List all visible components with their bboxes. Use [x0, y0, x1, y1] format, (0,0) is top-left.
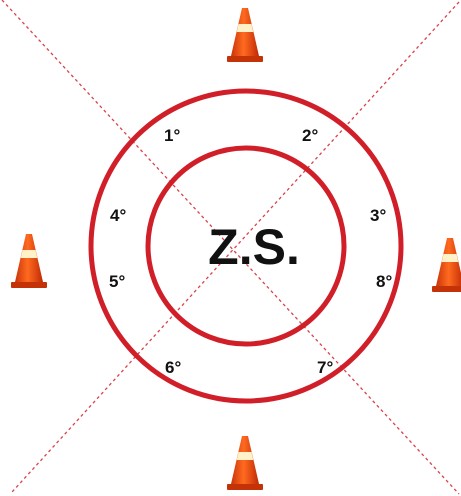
- outer-circle: [88, 88, 404, 404]
- center-label: Z.S.: [208, 219, 300, 275]
- position-label-8: 8°: [376, 272, 392, 291]
- position-label-7: 7°: [317, 358, 333, 377]
- traffic-cone-icon-bottom: [227, 436, 263, 490]
- position-label-4: 4°: [110, 206, 126, 225]
- position-label-1: 1°: [164, 126, 180, 145]
- diagonal-line-ascending: [11, 1, 460, 493]
- traffic-cone-icon-top: [227, 8, 263, 62]
- position-label-3: 3°: [370, 206, 386, 225]
- traffic-cone-icon-right: [432, 238, 461, 292]
- position-label-6: 6°: [165, 358, 181, 377]
- position-label-2: 2°: [302, 126, 318, 145]
- position-label-5: 5°: [109, 272, 125, 291]
- inner-circle: [145, 145, 347, 347]
- traffic-cone-icon-left: [11, 234, 47, 288]
